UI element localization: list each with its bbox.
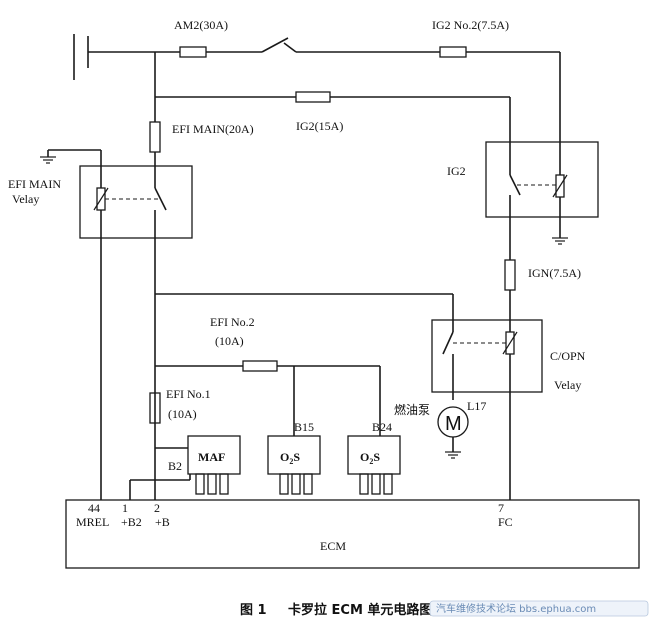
pin-44: 44 [88, 501, 100, 515]
figure-number: 图 1 [240, 603, 267, 618]
ig2-relay-box [485, 141, 599, 218]
maf-label: MAF [198, 450, 225, 464]
b2-label: B2 [168, 459, 182, 473]
efi-no2-label-2: (10A) [215, 334, 244, 348]
ig2-relay-ground [552, 197, 568, 245]
efi-no2-fuse [242, 360, 278, 372]
b24-label: B24 [372, 420, 392, 434]
o2s-b15-label: O2S [280, 450, 300, 466]
efi-no1-label-1: EFI No.1 [166, 387, 211, 401]
efi-main-relay-ground [40, 149, 102, 188]
figure-title: 卡罗拉 ECM 单元电路图 [288, 602, 432, 618]
ig2-15a-label: IG2(15A) [296, 119, 343, 133]
watermark-text: 汽车维修技术论坛 bbs.ephua.com [436, 602, 596, 615]
ig2-15a-fuse [295, 91, 331, 103]
pin-7: 7 [498, 501, 504, 515]
mrel-label: MREL [76, 515, 109, 529]
pin-1: 1 [122, 501, 128, 515]
efi-no2-branch-wire [155, 365, 381, 436]
efi-main-fuse [149, 121, 161, 153]
efi-no2-label-1: EFI No.2 [210, 315, 255, 329]
efi-main-relay-label-2: Velay [12, 192, 39, 206]
ig2-relay-contact [509, 174, 521, 196]
ign-fuse-label: IGN(7.5A) [528, 266, 581, 280]
copn-label-2: Velay [554, 378, 581, 392]
copn-label-1: C/OPN [550, 349, 586, 363]
b15-label: B15 [294, 420, 314, 434]
ig2-no2-label: IG2 No.2(7.5A) [432, 18, 509, 32]
efi-no1-fuse [149, 392, 161, 424]
am2-label: AM2(30A) [174, 18, 228, 32]
ig2-branch-wire [155, 96, 511, 175]
o2s-b24-label: O2S [360, 450, 380, 466]
watermark-badge [429, 600, 649, 617]
fc-label: FC [498, 515, 513, 529]
copn-supply-wire [155, 293, 454, 400]
maf-pins [155, 473, 229, 495]
fuel-pump-label: 燃油泵 [394, 402, 430, 417]
fuel-pump-motor: M [437, 406, 469, 459]
ig2-relay-label: IG2 [447, 164, 466, 178]
plus-b2-label: +B2 [121, 515, 142, 529]
motor-symbol: M [445, 413, 462, 435]
efi-main-fuse-label: EFI MAIN(20A) [172, 122, 254, 136]
am2-fuse [179, 46, 207, 58]
copn-relay-box [431, 319, 543, 393]
efi-main-relay-contact [154, 187, 167, 211]
ecm-label: ECM [320, 539, 346, 553]
battery-terminal [73, 34, 89, 80]
am2-switch [261, 37, 289, 53]
plus-b-label: +B [155, 515, 170, 529]
efi-main-relay-label-1: EFI MAIN [8, 177, 61, 191]
o2s-b24-pins [359, 473, 393, 495]
ign-fuse [504, 259, 516, 291]
o2s-b15-pins [279, 473, 313, 495]
efi-main-relay-box [79, 165, 193, 239]
l17-label: L17 [467, 399, 486, 413]
ig2-no2-fuse [439, 46, 467, 58]
top-main-wire [88, 42, 561, 175]
ecm-box [65, 499, 640, 569]
efi-no1-label-2: (10A) [168, 407, 197, 421]
copn-relay-contact [442, 331, 454, 355]
pin-2: 2 [154, 501, 160, 515]
